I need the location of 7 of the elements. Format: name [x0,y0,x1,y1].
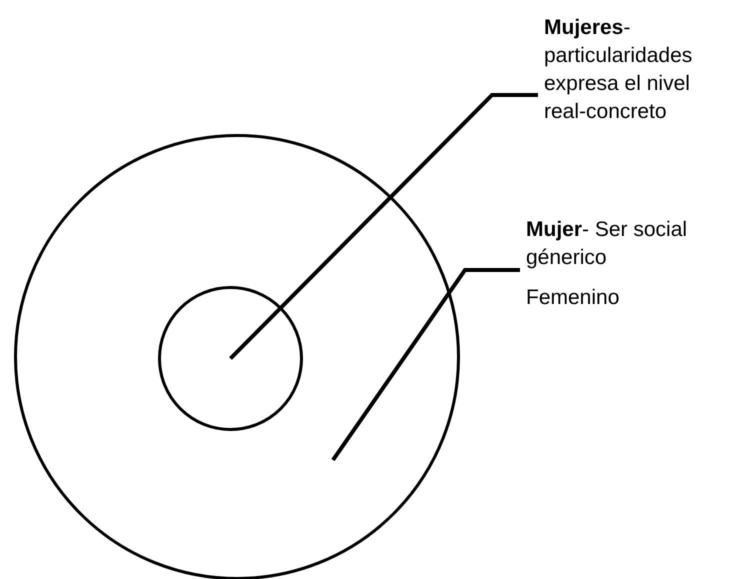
annotation-text: Femenino [526,285,620,311]
annotation-text: Mujeres-particularidades expresa el nivel real-concreto [544,14,730,126]
leader-line [229,93,538,360]
circle-outline [14,134,460,579]
leader-line [331,268,520,462]
annotation-text: Mujer- Ser social génerico [526,217,688,271]
circle-outline [158,286,303,431]
